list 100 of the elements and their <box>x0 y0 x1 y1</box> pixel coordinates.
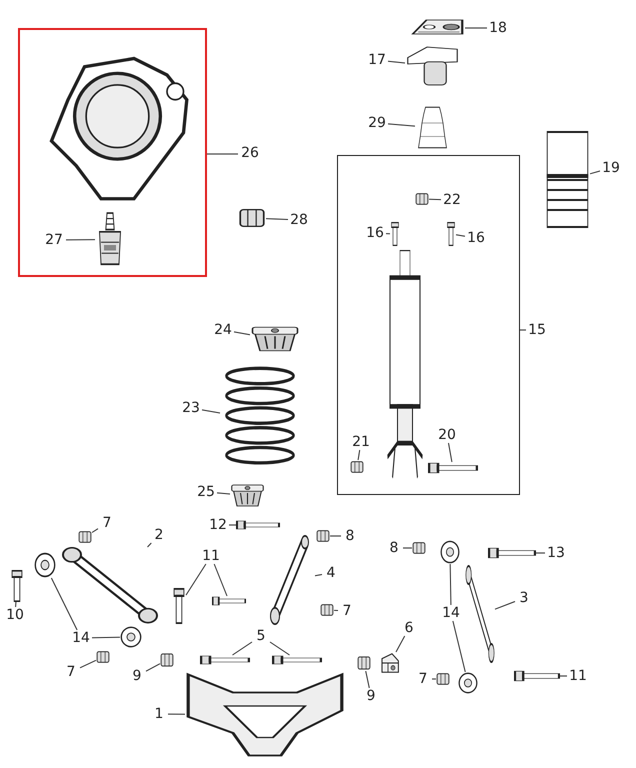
callout-number: 7 <box>62 664 80 680</box>
dust-boot-drawing <box>545 130 590 230</box>
callout-number: 14 <box>70 630 92 646</box>
nut-drawing <box>160 652 174 668</box>
nut-drawing <box>350 460 364 474</box>
callout-number: 10 <box>4 607 26 623</box>
bolt-drawing <box>488 547 536 559</box>
nut-drawing <box>320 603 334 617</box>
callout-number: 9 <box>362 688 380 704</box>
leader-line <box>66 239 96 240</box>
isolator-drawing <box>230 483 265 508</box>
link-arm-drawing <box>465 565 495 665</box>
leader-line <box>334 610 338 611</box>
callout-number: 24 <box>212 322 234 338</box>
callout-number: 1 <box>150 706 168 722</box>
leader-line <box>168 714 186 715</box>
leader-line <box>15 602 16 608</box>
leader-line <box>270 642 290 656</box>
leader-line <box>388 60 406 64</box>
nut-drawing <box>238 207 266 229</box>
callout-number: 3 <box>515 590 533 606</box>
bolt-drawing <box>200 655 250 665</box>
nut-drawing <box>357 655 371 671</box>
bumper-drawing <box>415 105 450 150</box>
callout-number: 2 <box>150 527 168 543</box>
bushing-drawing <box>120 626 142 648</box>
nut-drawing <box>436 672 450 686</box>
callout-number: 19 <box>600 160 622 176</box>
callout-number: 11 <box>200 548 222 564</box>
link-arm-drawing <box>60 547 160 625</box>
leader-line <box>50 578 78 630</box>
nut-drawing <box>412 541 426 555</box>
callout-number: 25 <box>195 484 217 500</box>
leader-line <box>358 450 360 460</box>
group-frame <box>18 28 207 277</box>
leader-line <box>214 564 228 596</box>
callout-number: 18 <box>487 20 509 36</box>
callout-number: 12 <box>207 517 229 533</box>
bolt-drawing <box>446 222 456 246</box>
leader-line <box>147 542 152 548</box>
leader-line <box>80 660 96 668</box>
group-frame <box>337 155 520 495</box>
bolt-drawing <box>212 596 246 606</box>
leader-line <box>494 601 516 610</box>
callout-number: 7 <box>338 603 356 619</box>
leader-line <box>452 620 466 672</box>
callout-number: 28 <box>288 212 310 228</box>
callout-number: 7 <box>98 515 116 531</box>
leader-line <box>202 409 220 414</box>
bolt-drawing <box>172 588 186 624</box>
leader-line <box>216 492 230 494</box>
callout-number: 29 <box>366 115 388 131</box>
leader-line <box>448 442 452 462</box>
leader-line <box>428 198 442 200</box>
callout-number: 4 <box>322 565 340 581</box>
callout-number: 13 <box>545 545 567 561</box>
bushing-drawing <box>34 552 56 578</box>
callout-number: 23 <box>180 400 202 416</box>
bolt-drawing <box>390 222 400 246</box>
callout-number: 8 <box>341 528 359 544</box>
callout-number: 7 <box>414 671 432 687</box>
callout-number: 17 <box>366 52 388 68</box>
bolt-drawing <box>236 520 280 530</box>
leader-line <box>450 564 452 606</box>
leader-line <box>232 642 252 656</box>
callout-number: 16 <box>364 225 386 241</box>
bolt-drawing <box>272 655 322 665</box>
leader-line <box>432 678 436 680</box>
bolt-drawing <box>428 462 478 474</box>
bushing-drawing <box>458 672 478 694</box>
callout-number: 21 <box>350 434 372 450</box>
nut-drawing <box>96 650 110 664</box>
leader-line <box>536 552 546 554</box>
leader-line <box>388 123 416 127</box>
callout-number: 14 <box>440 605 462 621</box>
callout-number: 26 <box>238 145 262 163</box>
callout-number: 5 <box>252 628 270 644</box>
callout-number: 22 <box>441 192 463 208</box>
callout-number: 27 <box>42 232 66 248</box>
leader-line <box>386 233 390 234</box>
cap-drawing <box>380 652 400 674</box>
callout-number: 11 <box>567 668 589 684</box>
bolt-drawing <box>10 570 24 602</box>
bolt-drawing <box>514 670 560 682</box>
callout-number: 20 <box>436 427 458 443</box>
bushing-drawing <box>440 540 460 564</box>
nut-drawing <box>78 530 92 544</box>
callout-number: 16 <box>465 230 487 246</box>
leader-line <box>456 234 466 237</box>
leader-line <box>228 524 236 526</box>
leader-line <box>186 564 206 596</box>
leader-line <box>266 218 288 220</box>
callout-number: 15 <box>526 322 548 338</box>
leader-line <box>365 670 370 688</box>
mount-drawing <box>405 45 460 87</box>
leader-line <box>146 663 160 672</box>
leader-line <box>590 170 600 174</box>
callout-number: 6 <box>400 620 418 636</box>
callout-number: 9 <box>128 668 146 684</box>
leader-line <box>314 574 322 576</box>
